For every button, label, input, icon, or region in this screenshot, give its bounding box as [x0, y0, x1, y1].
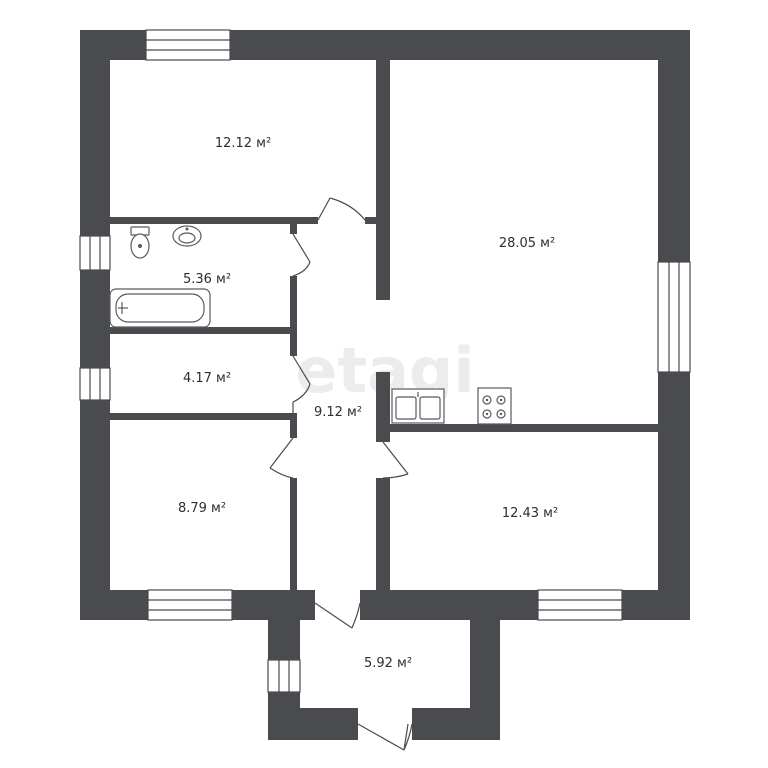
door-entrance	[357, 723, 413, 751]
window-left-bath	[79, 235, 111, 271]
window-vestibule	[267, 659, 301, 693]
interior-walls	[110, 60, 658, 590]
door-small-room	[292, 355, 311, 413]
room-area-bathroom: 5.36 м²	[183, 272, 231, 287]
door-bedroom-top	[317, 197, 366, 221]
toilet-icon	[130, 226, 150, 259]
windows	[79, 29, 691, 693]
room-area-vestibule: 5.92 м²	[364, 656, 412, 671]
window-bottom-right	[537, 589, 623, 621]
room-area-bedroom-bottom-left: 8.79 м²	[178, 501, 226, 516]
fixtures	[109, 225, 512, 425]
room-area-bedroom-bottom-right: 12.43 м²	[502, 506, 558, 521]
window-left-small	[79, 367, 111, 401]
doors	[269, 197, 413, 751]
window-right	[657, 261, 691, 373]
sink-icon	[172, 225, 202, 247]
window-top	[145, 29, 231, 61]
room-area-hallway: 9.12 м²	[314, 405, 362, 420]
window-bottom-left	[147, 589, 233, 621]
room-area-bedroom-top-left: 12.12 м²	[215, 136, 271, 151]
bathtub-icon	[109, 288, 211, 328]
door-vestibule-inner	[314, 602, 361, 629]
stove-icon	[477, 387, 512, 425]
door-bedroom-bottom-right	[382, 441, 409, 479]
room-area-living-kitchen: 28.05 м²	[499, 236, 555, 251]
door-bathroom	[292, 233, 311, 277]
kitchen-sink-icon	[391, 388, 445, 424]
door-bedroom-bottom-left	[269, 437, 294, 479]
room-area-small-room: 4.17 м²	[183, 371, 231, 386]
room-labels: 12.12 м² 28.05 м² 5.36 м² 4.17 м² 9.12 м…	[178, 136, 558, 671]
